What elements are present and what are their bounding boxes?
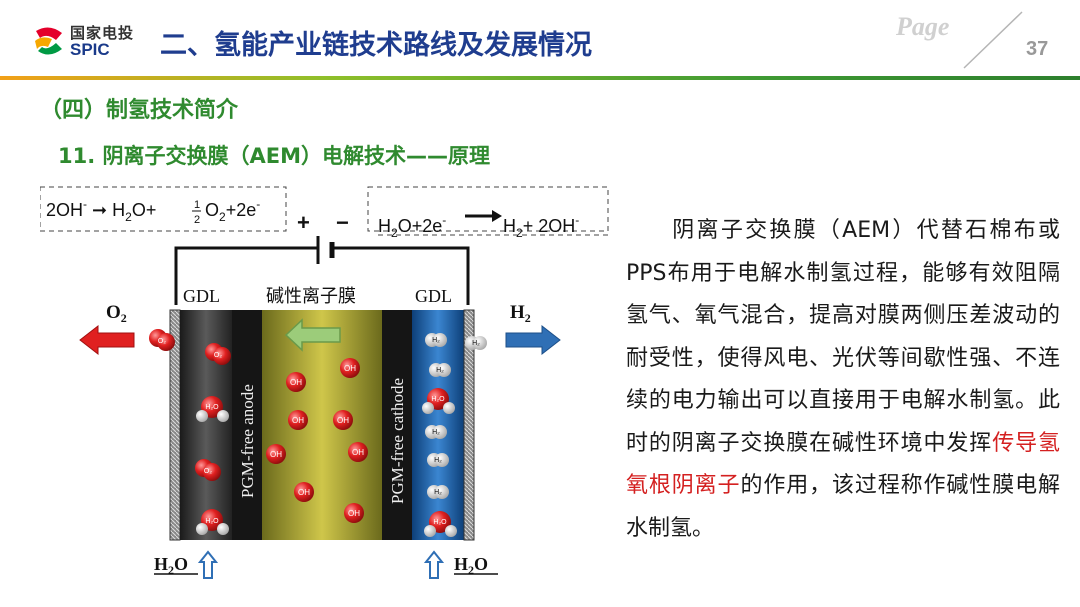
anode-layer xyxy=(232,310,262,540)
h2o-input-left-arrow xyxy=(197,550,219,579)
subsection-title: 11. 阴离子交换膜（AEM）电解技术——原理 xyxy=(58,144,491,168)
svg-text:O₂: O₂ xyxy=(214,352,222,359)
page-number: 37 xyxy=(1026,38,1049,60)
membrane-label: 碱性离子膜 xyxy=(266,286,356,307)
svg-text:OH: OH xyxy=(337,416,349,425)
header-divider xyxy=(0,76,1080,80)
aem-description: 阴离子交换膜（AEM）代替石棉布或PPS布用于电解水制氢过程，能够有效阻隔氢气、… xyxy=(626,210,1060,550)
h2-output-arrow xyxy=(505,324,561,356)
membrane-layer xyxy=(262,310,382,540)
h2-output-label: H2 xyxy=(510,302,531,325)
description-part-2: 的作用，该过程称作碱性膜电解水制氢。 xyxy=(626,473,1060,541)
svg-text:H₂O: H₂O xyxy=(431,396,445,403)
svg-text:H₂: H₂ xyxy=(432,429,440,436)
cathode-equation: H2O+2e- xyxy=(378,213,446,240)
page-divider-slash xyxy=(963,11,1023,69)
anode-label: PGM-free anode xyxy=(238,384,257,498)
page-word-label: Page xyxy=(896,12,950,41)
h2o-input-right-label: H2O xyxy=(454,554,488,577)
svg-text:H₂: H₂ xyxy=(434,457,442,464)
svg-text:O₂: O₂ xyxy=(204,468,212,475)
h2o-input-right-arrow xyxy=(423,550,445,579)
svg-text:H₂: H₂ xyxy=(472,340,480,347)
anode-frac-num: 1 xyxy=(194,199,200,211)
svg-text:OH: OH xyxy=(270,450,282,459)
gdl-right xyxy=(412,310,464,540)
svg-text:H₂: H₂ xyxy=(432,337,440,344)
anode-frac-den: 2 xyxy=(194,214,200,226)
cathode-label: PGM-free cathode xyxy=(388,378,407,504)
svg-text:H2+ 2OH-: H2+ 2OH- xyxy=(503,213,579,240)
svg-text:H₂O: H₂O xyxy=(205,404,219,411)
section-title: （四）制氢技术简介 xyxy=(40,98,239,123)
gdl-left xyxy=(180,310,232,540)
description-highlight: 传导氢氧根阴离子 xyxy=(626,430,1060,499)
cathode-molecules: H₂ H₂ H₂ H₂O H₂ H₂ H₂ H₂O xyxy=(422,333,487,537)
svg-text:O₂: O₂ xyxy=(158,338,166,345)
anode-molecules: O₂ O₂ H₂O O₂ H₂O xyxy=(149,329,231,535)
cathode-layer xyxy=(382,310,412,540)
svg-text:OH: OH xyxy=(352,448,364,457)
gdl-right-label: GDL xyxy=(415,286,452,306)
oh-ion-group: OH OH OH OH OH OH OH OH xyxy=(266,358,368,523)
spic-logo-icon xyxy=(35,27,62,55)
description-part-1: 阴离子交换膜（AEM）代替石棉布或PPS布用于电解水制氢过程，能够有效阻隔氢气、… xyxy=(626,218,1060,456)
svg-text:H₂: H₂ xyxy=(436,367,444,374)
cathode-equation-box xyxy=(367,186,609,232)
svg-text:H₂O: H₂O xyxy=(433,519,447,526)
svg-text:OH: OH xyxy=(290,378,302,387)
battery-minus: − xyxy=(336,210,349,235)
logo-english-name: SPIC xyxy=(70,40,110,59)
svg-text:OH: OH xyxy=(348,509,360,518)
page-title: 二、氢能产业链技术路线及发展情况 xyxy=(160,30,592,61)
svg-text:H₂O: H₂O xyxy=(205,518,219,525)
svg-text:H₂: H₂ xyxy=(434,489,442,496)
anode-equation: 2OH- ➞ H2O+ xyxy=(46,192,156,224)
gdl-left-label: GDL xyxy=(183,286,220,306)
oh-transport-arrow xyxy=(284,318,341,352)
svg-text:OH: OH xyxy=(298,488,310,497)
svg-text:OH: OH xyxy=(344,364,356,373)
o2-output-label: O2 xyxy=(106,302,127,325)
battery-plus: + xyxy=(297,210,310,235)
svg-text:OH: OH xyxy=(292,416,304,425)
aem-electrolysis-diagram: 2OH- ➞ H2O+ 1 2 O2+2e- H2O+2e- H2+ 2OH- … xyxy=(40,186,609,579)
o2-output-arrow xyxy=(79,324,135,356)
h2o-input-left-label: H2O xyxy=(154,554,188,577)
svg-text:O2+2e-: O2+2e- xyxy=(205,197,260,224)
logo-chinese-name: 国家电投 xyxy=(70,24,135,42)
